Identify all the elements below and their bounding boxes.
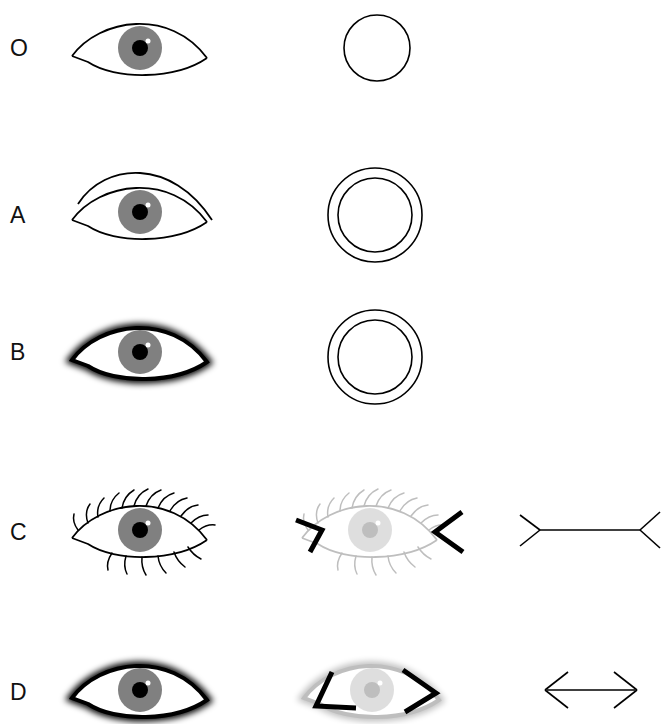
- row-letter: D: [10, 681, 27, 704]
- row-letter: B: [10, 341, 25, 364]
- row-letter: A: [10, 204, 25, 227]
- row-letter: O: [10, 37, 28, 60]
- row-letter: C: [10, 521, 27, 544]
